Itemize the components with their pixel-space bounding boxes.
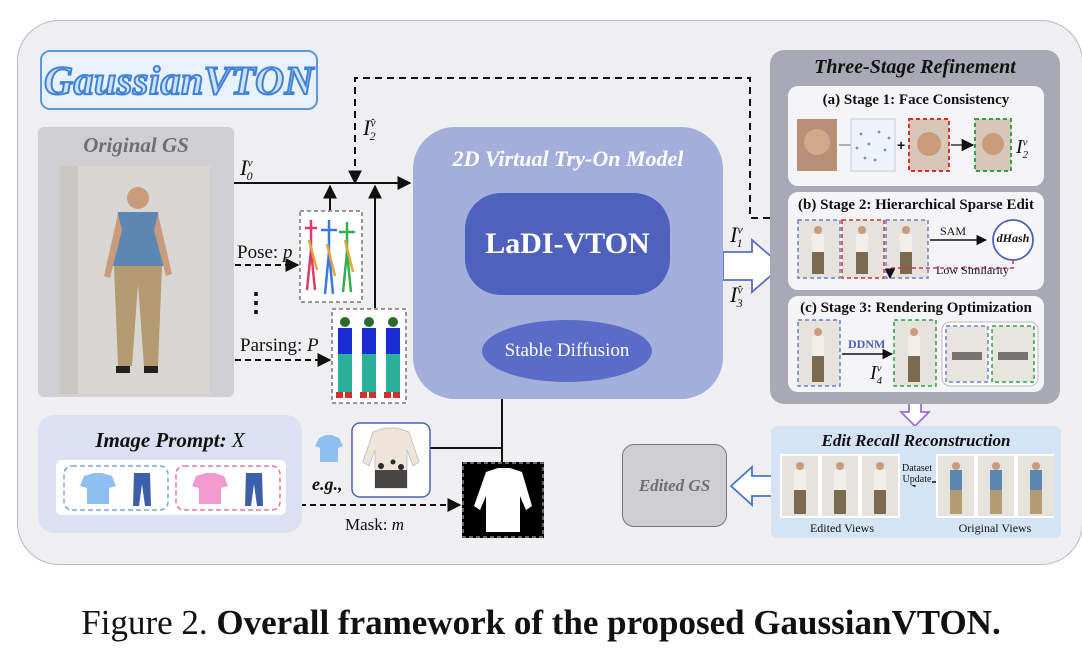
original-gs-title: Original GS bbox=[83, 133, 189, 157]
logo-box: GaussianVTON bbox=[40, 50, 318, 110]
svg-text:+: + bbox=[897, 137, 905, 153]
recall-views-images bbox=[780, 454, 1054, 518]
ddnm-label: DDNM bbox=[848, 337, 886, 351]
i0-label: Iv0 bbox=[240, 155, 253, 184]
low-similarity-label: Low Similarity bbox=[936, 263, 1009, 277]
three-stage-title: Three-Stage Refinement bbox=[814, 56, 1016, 78]
pose-label: Pose: p bbox=[237, 242, 293, 263]
edited-gs-box: Edited GS bbox=[622, 444, 727, 527]
stable-diffusion-block: Stable Diffusion bbox=[482, 320, 652, 382]
ladi-vton-label: LaDI-VTON bbox=[485, 227, 650, 260]
vton-model-title: 2D Virtual Try-On Model bbox=[452, 146, 684, 171]
sam-label: SAM bbox=[940, 224, 967, 238]
original-person-photo bbox=[60, 166, 210, 394]
vton-to-refine-arrow bbox=[722, 238, 784, 294]
small-shirt-icon bbox=[315, 435, 343, 462]
i1-label: Iv1 bbox=[730, 222, 743, 251]
stage2-sparse-edit bbox=[797, 219, 1034, 280]
stage2-title: (b) Stage 2: Hierarchical Sparse Edit bbox=[798, 197, 1034, 213]
edit-recall-title: Edit Recall Reconstruction bbox=[821, 431, 1011, 450]
stage1-title: (a) Stage 1: Face Consistency bbox=[822, 92, 1010, 108]
i3-label: Iv̂3 bbox=[730, 282, 743, 311]
stage1-output-label: Iv2 bbox=[1016, 136, 1029, 161]
mask-label: Mask: m bbox=[345, 515, 405, 534]
stage3-render-optimization bbox=[797, 319, 1039, 387]
ellipsis: ⋮ bbox=[243, 288, 269, 317]
eg-label: e.g., bbox=[312, 474, 343, 494]
garment-example-image bbox=[351, 422, 431, 498]
ladi-vton-block: LaDI-VTON bbox=[465, 193, 670, 295]
stage1-face-pipeline: + bbox=[797, 118, 1012, 172]
i2-feedback-label: Iv̂2 bbox=[363, 115, 376, 144]
dhash-label: dHash bbox=[996, 231, 1030, 245]
stage3-output-label: Iv4 bbox=[870, 362, 883, 387]
image-prompt-title: Image Prompt: X bbox=[95, 428, 245, 452]
stage3-title: (c) Stage 3: Rendering Optimization bbox=[800, 300, 1032, 316]
mask-image bbox=[462, 462, 544, 538]
figure-caption: Figure 2. Overall framework of the propo… bbox=[81, 603, 1001, 642]
pose-skeleton-image bbox=[299, 210, 363, 303]
logo-text: GaussianVTON bbox=[43, 57, 314, 104]
stable-diffusion-label: Stable Diffusion bbox=[504, 340, 630, 361]
parsing-map-image bbox=[331, 308, 407, 404]
garment-thumbnails bbox=[63, 465, 281, 511]
edited-gs-label: Edited GS bbox=[638, 475, 711, 495]
parsing-label: Parsing: P bbox=[240, 335, 319, 356]
edited-views-label: Edited Views bbox=[809, 521, 875, 535]
original-views-label: Original Views bbox=[958, 521, 1032, 535]
